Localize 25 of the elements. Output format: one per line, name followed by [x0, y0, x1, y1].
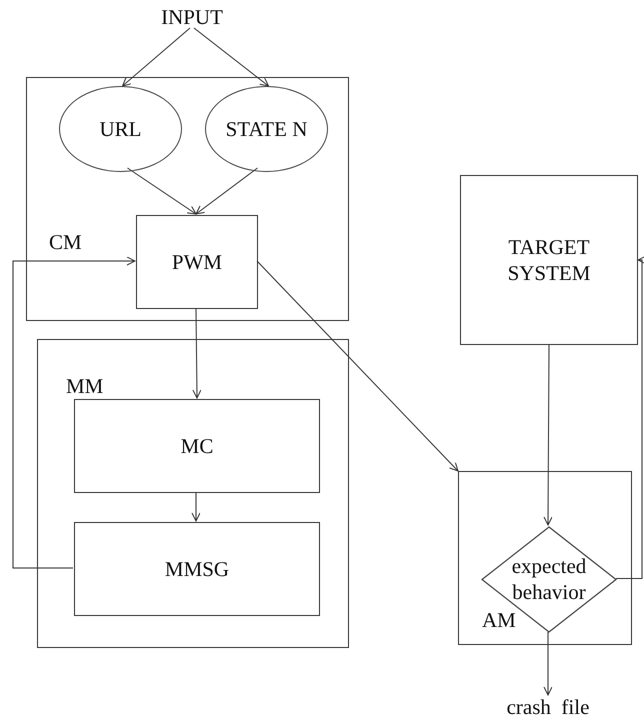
arrow — [127, 168, 196, 214]
arrow — [194, 28, 269, 86]
module-box — [37, 339, 349, 648]
node-text: INPUT — [150, 4, 234, 30]
process-box: MMSG — [74, 522, 320, 616]
process-box: MC — [74, 399, 320, 493]
arrow — [192, 492, 200, 522]
process-box: PWM — [136, 215, 258, 309]
module-box — [26, 77, 349, 321]
arrow — [616, 256, 644, 579]
module-box — [458, 471, 632, 645]
arrow — [196, 168, 258, 214]
process-box: TARGET SYSTEM — [460, 175, 638, 345]
module-label: MM — [66, 374, 104, 399]
module-label: AM — [482, 608, 516, 633]
arrow — [544, 344, 553, 526]
module-label: CM — [49, 230, 82, 255]
input-ellipse: URL — [59, 86, 182, 172]
arrow — [544, 632, 552, 696]
arrow — [12, 256, 136, 568]
arrow — [256, 260, 458, 472]
arrow — [122, 28, 190, 86]
arrow — [192, 308, 202, 398]
node-text: crash file — [496, 694, 600, 720]
input-ellipse: STATE N — [205, 86, 328, 172]
